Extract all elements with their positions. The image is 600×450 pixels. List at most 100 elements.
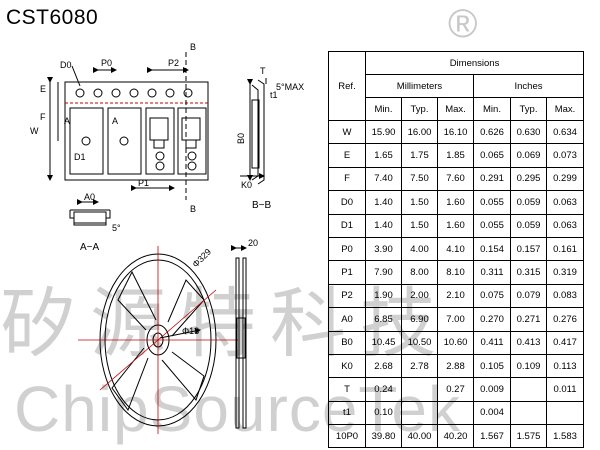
col-max-mm: Max.: [437, 97, 474, 121]
table-cell-ref: 10P0: [328, 424, 366, 449]
ref-header: Ref.: [328, 51, 366, 121]
table-cell: 1.50: [401, 213, 438, 238]
sprocket-hole: [129, 88, 139, 98]
table-cell: 0.055: [473, 213, 511, 238]
table-cell: [510, 377, 547, 402]
table-cell: 0.154: [473, 236, 511, 262]
table-cell: 6.85: [365, 307, 402, 332]
table-cell: [437, 400, 474, 426]
table-cell: 0.24: [365, 377, 402, 402]
table-cell-ref: t1: [328, 400, 366, 426]
tape-pocket: [69, 107, 104, 175]
table-cell-ref: P1: [328, 260, 366, 285]
table-cell: 0.063: [545, 190, 585, 215]
table-cell-ref: F: [328, 166, 366, 192]
table-cell: 0.295: [510, 166, 547, 192]
table-cell: 0.10: [365, 400, 402, 426]
part-title: CST6080: [6, 6, 99, 29]
table-cell: 1.583: [545, 424, 585, 449]
label-a-right: A: [112, 116, 118, 126]
table-cell: 0.063: [545, 213, 585, 238]
table-cell: 40.00: [401, 424, 438, 449]
table-cell: 0.413: [510, 330, 547, 355]
dimensions-header: Dimensions: [364, 51, 585, 75]
col-max-in: Max.: [545, 97, 585, 121]
dimensions-table: Ref. Dimensions Millimeters Inches Min. …: [328, 51, 585, 449]
reel-front-view: [78, 246, 238, 434]
table-cell: 0.161: [545, 236, 585, 262]
table-cell-ref: A0: [328, 307, 366, 332]
tape-outline: [64, 81, 209, 181]
inches-header: Inches: [472, 74, 585, 98]
table-cell: 1.40: [365, 190, 402, 215]
table-cell: 16.00: [401, 119, 438, 145]
table-cell: 0.630: [510, 119, 547, 145]
table-cell: 0.319: [545, 260, 585, 285]
sprocket-hole: [111, 88, 121, 98]
label-section-bb: B−B: [252, 200, 272, 211]
table-cell: 39.80: [365, 424, 402, 449]
table-cell: 0.109: [510, 353, 547, 379]
table-cell: 1.50: [401, 190, 438, 215]
label-b-top: B: [190, 42, 196, 52]
table-cell: 0.055: [473, 190, 511, 215]
table-cell: 0.27: [437, 377, 474, 402]
table-cell: 16.10: [437, 119, 474, 145]
label-reel-diameter: Φ329: [190, 247, 213, 270]
label-5deg: 5°: [112, 223, 121, 233]
table-cell: 1.85: [437, 143, 474, 168]
table-cell: 0.113: [545, 353, 585, 379]
table-cell: 0.417: [545, 330, 585, 355]
section-b-b: [240, 78, 267, 185]
label-d1: D1: [74, 152, 86, 162]
label-d0: D0: [60, 60, 72, 70]
table-cell: 4.00: [401, 236, 438, 262]
table-cell: 10.45: [365, 330, 402, 355]
col-typ-in: Typ.: [510, 97, 547, 121]
table-cell: 0.083: [545, 283, 585, 309]
label-5max: 5°MAX: [276, 82, 304, 92]
sprocket-hole: [147, 88, 157, 98]
table-cell: 10.50: [401, 330, 438, 355]
table-cell: 3.90: [365, 236, 402, 262]
table-cell: 0.276: [545, 307, 585, 332]
table-cell: 8.10: [437, 260, 474, 285]
sprocket-hole: [165, 88, 175, 98]
label-b-bottom: B: [190, 204, 196, 214]
table-cell-ref: B0: [328, 330, 366, 355]
table-cell: 0.011: [545, 377, 585, 402]
table-cell: 1.575: [510, 424, 547, 449]
label-t1: t1: [270, 90, 278, 100]
col-min-mm: Min.: [365, 97, 402, 121]
table-cell-ref: W: [328, 119, 366, 145]
table-cell: 0.315: [510, 260, 547, 285]
col-min-in: Min.: [473, 97, 511, 121]
table-cell: 4.10: [437, 236, 474, 262]
table-cell: 0.004: [473, 400, 511, 426]
table-cell-ref: D0: [328, 190, 366, 215]
label-t: T: [260, 66, 266, 76]
table-cell-ref: P2: [328, 283, 366, 309]
label-k0: K0: [241, 180, 252, 190]
table-cell: 0.311: [473, 260, 511, 285]
label-f: F: [40, 112, 46, 122]
table-cell: 2.00: [401, 283, 438, 309]
table-cell: 7.00: [437, 307, 474, 332]
table-cell: 0.299: [545, 166, 585, 192]
table-cell: [401, 400, 438, 426]
reel-side-view: [231, 245, 247, 429]
component: [149, 117, 169, 141]
table-cell: 7.40: [365, 166, 402, 192]
table-cell: 0.059: [510, 213, 547, 238]
table-cell: 40.20: [437, 424, 474, 449]
label-p0: P0: [101, 58, 112, 68]
